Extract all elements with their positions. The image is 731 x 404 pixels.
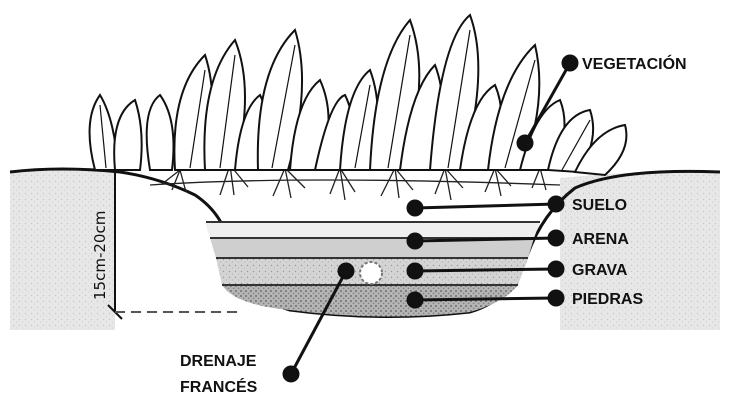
label-gravel: GRAVA (572, 262, 628, 279)
label-stones: PIEDRAS (572, 291, 643, 308)
depth-dimension-label: 15cm-20cm (91, 211, 109, 300)
drain-pipe-icon (360, 262, 382, 284)
label-drain-line1: DRENAJE (180, 353, 257, 370)
label-soil: SUELO (572, 197, 627, 214)
label-vegetation: VEGETACIÓN (582, 54, 687, 73)
label-drain-line2: FRANCÉS (180, 377, 258, 396)
label-sand: ARENA (572, 231, 629, 248)
